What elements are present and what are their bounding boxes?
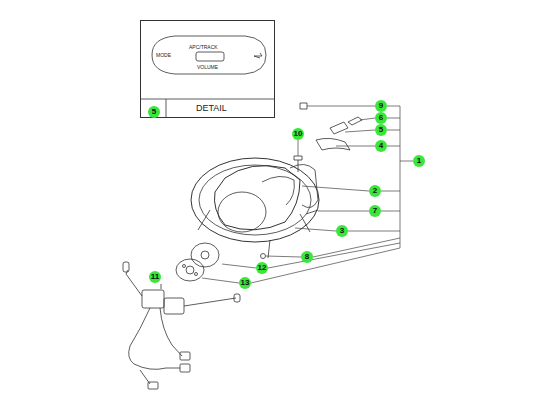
callout-number: 5 [375, 124, 387, 136]
callout-number: 7 [369, 205, 381, 217]
callout-number: 12 [256, 262, 268, 274]
detail-box: MODE APC/TRACK VOLUME 5 DETAIL [140, 20, 275, 118]
callout-number: 4 [375, 140, 387, 152]
callout-number: 5 [148, 106, 160, 118]
callout-number: 6 [375, 112, 387, 124]
callout-number: 3 [336, 225, 348, 237]
callout-number: 9 [375, 100, 387, 112]
callout-number: 2 [369, 185, 381, 197]
callout-number: 13 [239, 277, 251, 289]
detail-text: MODE [156, 52, 171, 58]
callout-number: 1 [413, 155, 425, 167]
callout-number: 10 [292, 128, 304, 140]
detail-text: VOLUME [197, 64, 218, 70]
callout-number: 11 [149, 271, 161, 283]
detail-text: APC/TRACK [189, 44, 218, 50]
callout-number: 8 [301, 251, 313, 263]
detail-text: DETAIL [196, 103, 227, 113]
